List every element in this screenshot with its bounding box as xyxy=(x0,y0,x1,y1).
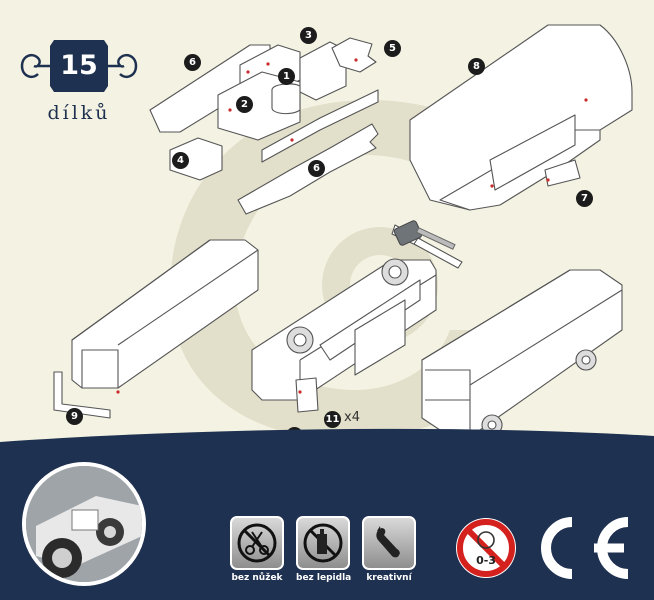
piece-count-number: 15 xyxy=(60,50,98,81)
feature-label: bez lepidla xyxy=(296,573,352,583)
badge-frame xyxy=(20,40,138,92)
hammer-icon xyxy=(393,220,456,250)
not-for-children-under-3-icon: 0-3 xyxy=(454,516,518,580)
ce-mark-icon xyxy=(541,517,629,579)
step-badge-11: 11 xyxy=(324,411,341,428)
assembly-diagram xyxy=(53,24,633,436)
piece-count-unit: dílků xyxy=(47,102,111,124)
wheels xyxy=(286,258,597,436)
age-warning-label: 0-3 xyxy=(476,554,496,567)
step-badge-2: 2 xyxy=(236,96,253,113)
piece-count-badge: 15 dílků xyxy=(18,34,140,126)
feature-label: kreativní xyxy=(366,573,412,583)
feature-label: bez nůžek xyxy=(231,573,283,583)
feature-no-scissors: bez nůžek xyxy=(230,516,284,583)
step-badge-8: 8 xyxy=(468,58,485,75)
creative-wrench-icon xyxy=(362,516,416,570)
step-badge-6b: 6 xyxy=(308,160,325,177)
step-badge-4: 4 xyxy=(172,152,189,169)
step-badge-9: 9 xyxy=(66,408,83,425)
no-scissors-icon xyxy=(230,516,284,570)
partial-bus-body xyxy=(409,24,633,211)
feature-no-glue: bez lepidla xyxy=(296,516,352,583)
step-badge-1: 1 xyxy=(278,68,295,85)
step-badge-6a: 6 xyxy=(184,54,201,71)
connection-points xyxy=(116,58,588,394)
step-badge-5: 5 xyxy=(384,40,401,57)
no-glue-icon xyxy=(296,516,350,570)
product-detail-photo xyxy=(22,462,146,586)
bus-body-step9 xyxy=(53,239,259,419)
chassis-with-wheels xyxy=(251,224,463,413)
step-badge-7: 7 xyxy=(576,190,593,207)
finished-bus xyxy=(421,269,623,431)
feature-creative: kreativní xyxy=(362,516,416,583)
step-11-quantity: x4 xyxy=(344,410,360,425)
footer-band: bez nůžek bez lepidla kreativní xyxy=(0,428,654,600)
step-badge-3: 3 xyxy=(300,27,317,44)
